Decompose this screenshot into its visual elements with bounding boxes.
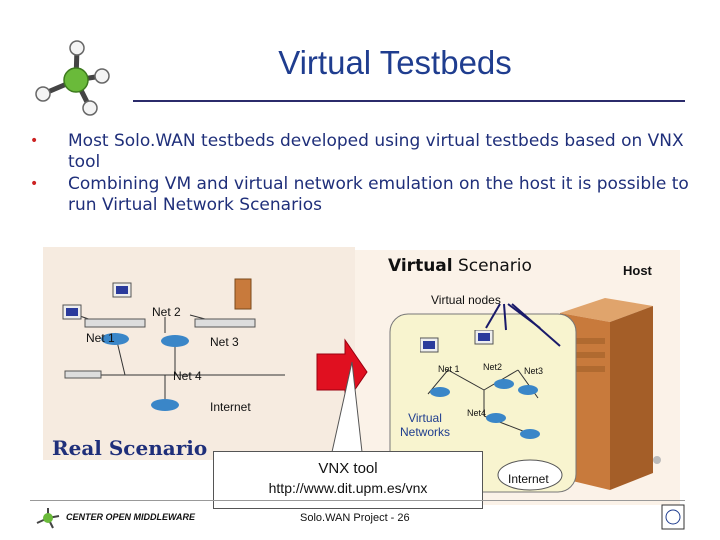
bullet-marker-icon: • [30, 133, 39, 149]
real-scenario-panel [43, 247, 355, 460]
vnx-callout [213, 451, 483, 509]
slide-title: Virtual Testbeds [278, 44, 512, 81]
real-network-diagram [62, 278, 285, 411]
virtual-node-computers [420, 330, 540, 439]
real-net1-label: Net 1 [86, 331, 115, 345]
bullet-item: • Combining VM and virtual network emula… [30, 174, 690, 216]
bullet-text: Combining VM and virtual network emulati… [68, 174, 689, 215]
real-computer-icon [62, 304, 82, 320]
virtual-nodes-arrows [485, 303, 561, 347]
real-server-icon [234, 278, 252, 310]
vnet4-label: Net4 [467, 408, 487, 418]
virtual-scenario-label: Virtual Scenario [388, 256, 532, 276]
virtual-internet-label: Internet [508, 472, 549, 486]
footer-molecule-icon [36, 508, 60, 529]
footer-rule [30, 500, 685, 501]
bullet-marker-icon: • [30, 176, 39, 192]
virtual-computer-icon [420, 337, 439, 353]
real-net3-label: Net 3 [210, 335, 239, 349]
virtual-router-icon [430, 379, 540, 439]
real-net2-label: Net 2 [152, 305, 181, 319]
university-seal-icon [661, 504, 685, 530]
real-net4-label: Net 4 [173, 369, 202, 383]
real-internet-label: Internet [210, 400, 251, 414]
virtual-nodes-label: Virtual nodes [431, 293, 501, 307]
title-rule [133, 100, 685, 102]
molecule-logo-icon [35, 40, 110, 116]
real-scenario-label: Real Scenario [52, 436, 208, 460]
bullet-list: • Most Solo.WAN testbeds developed using… [30, 131, 690, 217]
vnx-link[interactable]: http://www.dit.upm.es/vnx [268, 480, 428, 496]
bullet-text: Most Solo.WAN testbeds developed using v… [68, 131, 684, 172]
virtual-internet-cloud-icon [497, 459, 563, 491]
vnet1-label: Net 1 [438, 364, 460, 374]
virtual-computer-icon [474, 330, 494, 345]
host-label: Host [623, 263, 652, 278]
virtual-area [389, 313, 577, 493]
real-computer-icon [112, 282, 132, 298]
footer-org: CENTER OPEN MIDDLEWARE [66, 512, 196, 522]
bullet-item: • Most Solo.WAN testbeds developed using… [30, 131, 690, 173]
callout-title: VNX tool [318, 460, 378, 477]
callout-pointer [331, 361, 363, 453]
vnet2-label: Net2 [483, 362, 503, 372]
vnet3-label: Net3 [524, 366, 544, 376]
page-number: Solo.WAN Project - 26 [300, 512, 410, 524]
